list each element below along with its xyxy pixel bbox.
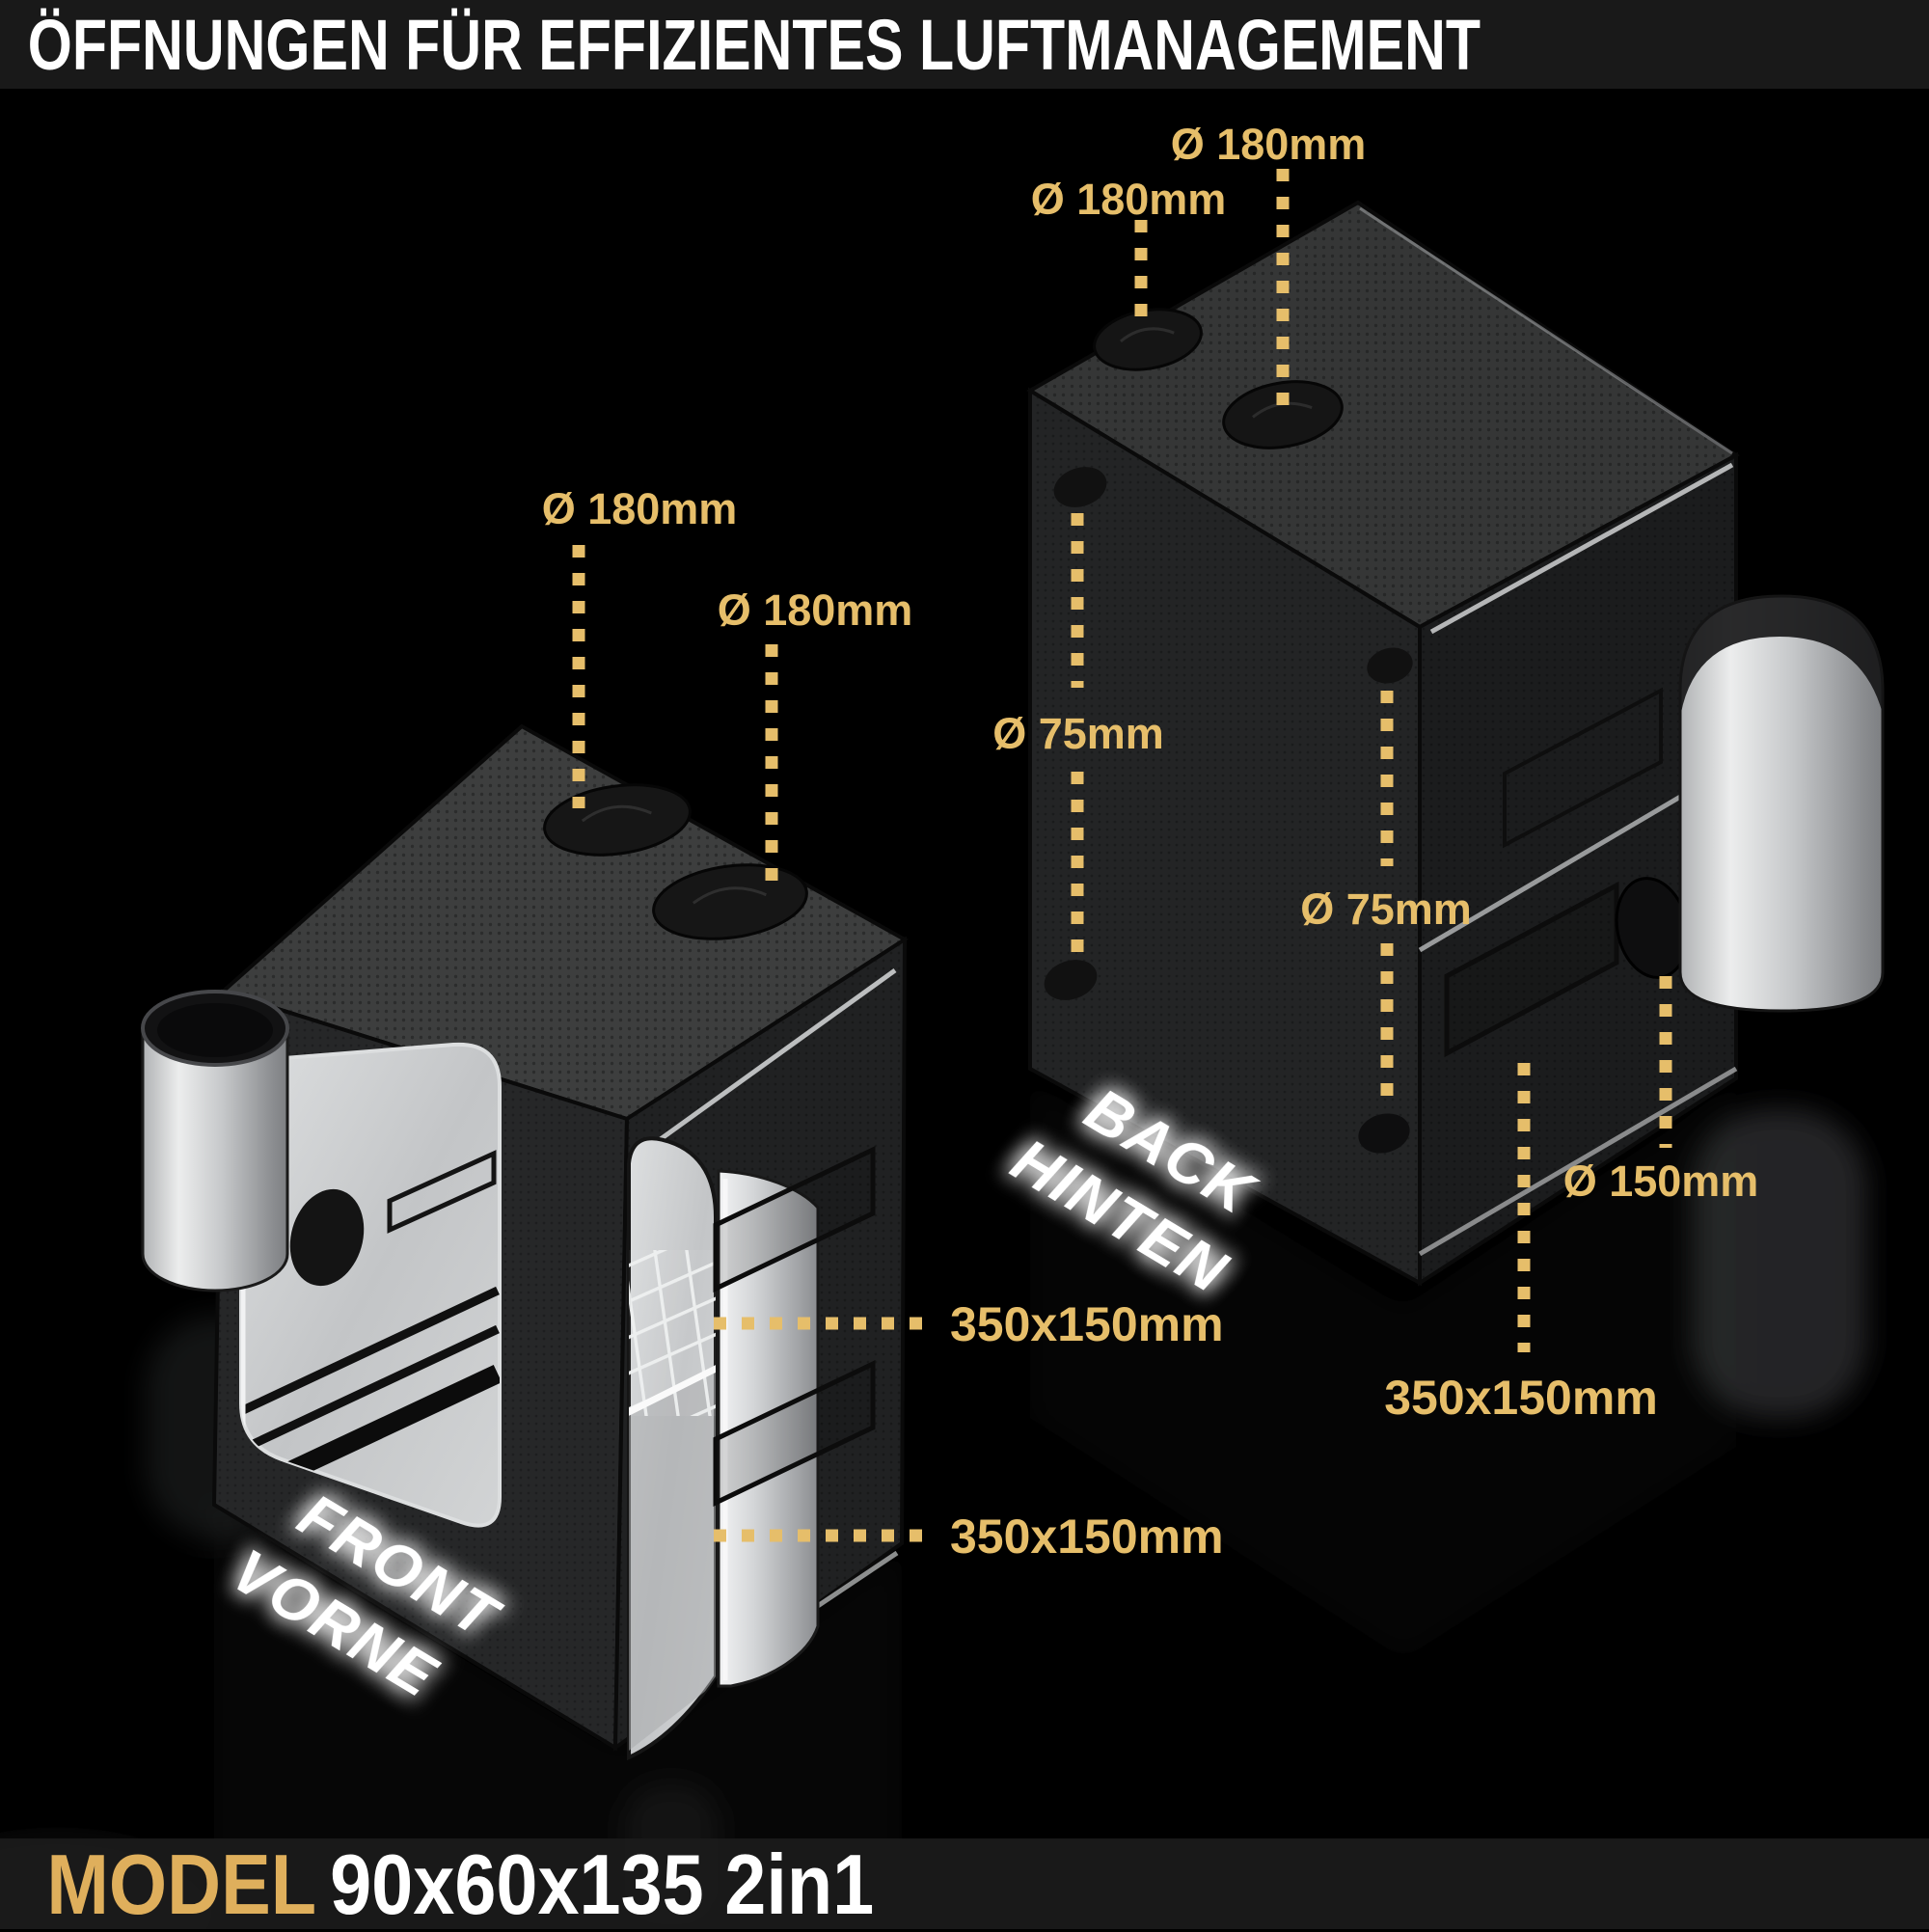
mesh-front-edge (629, 1364, 716, 1417)
dimension-label-front-side-vent-1: 350x150mm (950, 1297, 1224, 1351)
silver-piping-upper (1429, 462, 1734, 635)
back-tent-illustration (1026, 200, 1885, 1287)
model-label: MODEL (46, 1837, 317, 1932)
model-value: 90x60x135 2in1 (330, 1837, 875, 1932)
back-top-vent-2 (1222, 380, 1344, 449)
front-window-interior (241, 1061, 500, 1503)
back-rect-vent (1444, 881, 1619, 1058)
front-tent-illustration (141, 723, 909, 1761)
interior-vent-rect-outline (387, 1150, 497, 1234)
back-cable-port-4 (1358, 1113, 1410, 1154)
back-tent-right-face (1418, 451, 1738, 1287)
page-title: ÖFFNUNGEN FÜR EFFIZIENTES LUFTMANAGEMENT (27, 5, 1481, 85)
back-cable-port-2 (1044, 960, 1098, 1000)
dimension-label-back-cable-port-1: Ø 75mm (992, 709, 1164, 758)
dimension-label-back-duct-vent: Ø 150mm (1563, 1156, 1759, 1206)
dimension-annotations: Ø 180mm Ø 180mm 350x150mm 350x150mm Ø 18… (542, 120, 1759, 1564)
interior-strap (241, 1286, 500, 1415)
front-duct-sleeve-icon (141, 990, 289, 1293)
back-cable-port-1 (1053, 467, 1107, 507)
silver-piping-top-edge (1359, 206, 1733, 455)
header-bar: ÖFFNUNGEN FÜR EFFIZIENTES LUFTMANAGEMENT (0, 0, 1929, 89)
back-cable-port-3 (1367, 647, 1413, 684)
arch-shadow-under-mesh (629, 1370, 716, 1751)
silver-piping-top (638, 967, 897, 1156)
dimension-label-back-top-vent-2: Ø 180mm (1171, 120, 1367, 169)
rolled-door-flap (717, 1169, 820, 1688)
front-top-vent-2 (652, 863, 808, 940)
silver-piping-lower (1418, 1066, 1738, 1257)
dimension-label-back-rect-vent: 350x150mm (1384, 1371, 1658, 1425)
dimension-label-back-top-vent-1: Ø 180mm (1031, 175, 1227, 224)
interior-strap (241, 1324, 500, 1454)
front-side-vent-2 (713, 1360, 876, 1507)
dimension-label-front-side-vent-2: 350x150mm (950, 1510, 1224, 1564)
back-duct-sleeve-icon (1678, 594, 1885, 1013)
dimension-label-front-top-vent-1: Ø 180mm (542, 484, 738, 533)
interior-cable-port-icon (289, 1188, 365, 1287)
back-rect-vent-upper (1503, 687, 1663, 849)
front-side-vent-1 (713, 1146, 876, 1293)
dimension-label-front-top-vent-2: Ø 180mm (718, 585, 913, 635)
dimension-label-back-cable-port-2: Ø 75mm (1300, 884, 1472, 934)
